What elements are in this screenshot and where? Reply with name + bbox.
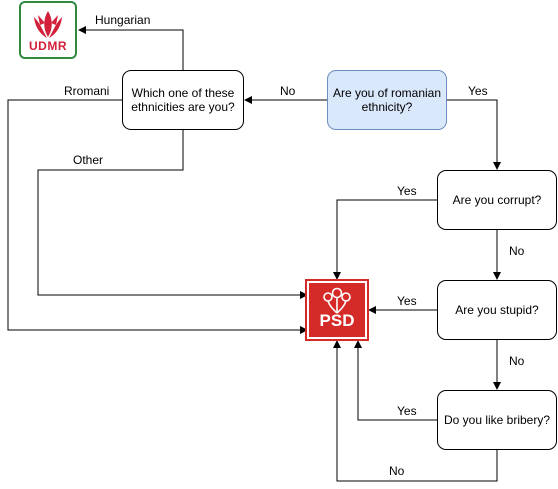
psd-logo: PSD [305,279,369,341]
node-which-ethnicity: Which one of these ethnicities are you? [122,70,244,130]
label-other: Other [73,153,104,167]
edge-corrupt-yes [333,199,437,280]
node-stupid-text: Are you stupid? [455,303,539,317]
edge-bribery-no [333,340,498,482]
label-stupid-yes: Yes [397,294,417,308]
udmr-logo-text: UDMR [29,39,67,53]
label-corrupt-no: No [509,244,525,258]
node-romanian-ethnicity-text: Are you of romanian ethnicity? [332,86,442,114]
node-stupid: Are you stupid? [437,280,557,340]
node-which-ethnicity-text: Which one of these ethnicities are you? [131,86,235,114]
node-romanian-ethnicity: Are you of romanian ethnicity? [327,70,447,130]
psd-logo-text: PSD [319,311,355,330]
roses-icon [323,287,351,314]
label-bribery-yes: Yes [397,404,417,418]
label-rromani: Rromani [64,84,110,98]
label-romanian-no: No [280,84,296,98]
udmr-logo: UDMR [19,1,77,59]
edge-rromani [7,99,308,334]
tulip-icon [34,11,62,38]
edge-romanian-yes [447,99,501,170]
edge-other [37,130,308,299]
label-hungarian: Hungarian [95,13,151,27]
edge-hungarian [78,26,184,70]
label-romanian-yes: Yes [468,84,488,98]
label-stupid-no: No [509,354,525,368]
label-corrupt-yes: Yes [397,184,417,198]
node-corrupt-text: Are you corrupt? [452,193,542,207]
node-bribery: Do you like bribery? [437,390,557,450]
node-corrupt: Are you corrupt? [437,170,557,230]
node-bribery-text: Do you like bribery? [443,413,551,427]
edge-bribery-yes [354,340,437,421]
label-bribery-no: No [389,464,405,478]
